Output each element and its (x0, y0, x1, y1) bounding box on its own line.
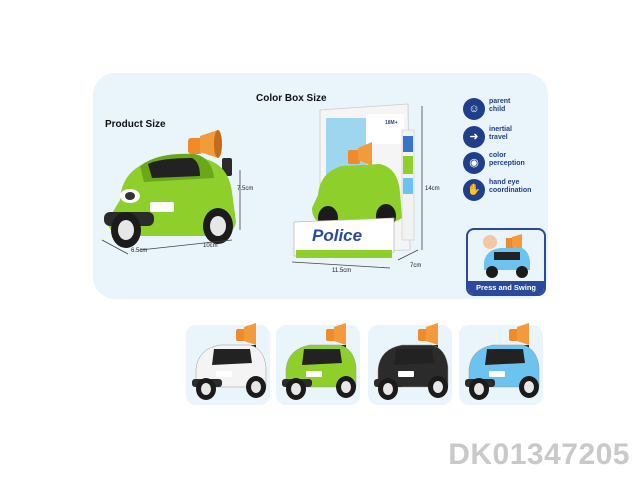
color-box (291, 103, 423, 269)
feature-line2: perception (489, 160, 525, 167)
color-box-size-label: Color Box Size (256, 93, 327, 104)
blue-car-swing-image (483, 234, 530, 278)
product-code: DK01347205 (448, 438, 630, 471)
feature-line1: color (489, 152, 507, 159)
feature-line2: coordination (489, 187, 532, 194)
box-age-text: 18M+ (385, 120, 398, 126)
variant-car-green (282, 323, 357, 400)
feature-line2: travel (489, 134, 508, 141)
feature-line1: inertial (489, 126, 512, 133)
product-width-dim: 6.5cm (131, 248, 148, 254)
box-brand-text: Police (312, 226, 363, 245)
hand-eye-icon: ✋ (463, 179, 485, 201)
feature-line1: parent (489, 98, 511, 105)
box-width-dim: 11.5cm (332, 268, 352, 274)
box-depth-dim: 7cm (410, 263, 422, 269)
color-perception-icon: ◉ (463, 152, 485, 174)
inertial-travel-icon: ➜ (463, 126, 485, 148)
box-height-dim: 14cm (425, 186, 440, 192)
variant-car-white (192, 323, 267, 400)
feature-line1: hand eye (489, 179, 520, 186)
variant-car-blue (465, 323, 540, 400)
variant-car-black (374, 323, 449, 400)
feature-line2: child (489, 106, 506, 113)
product-height-dim: 7.5cm (237, 186, 254, 192)
main-product-car (101, 130, 241, 255)
press-and-swing-panel: Press and Swing (466, 228, 546, 296)
product-size-label: Product Size (105, 119, 166, 130)
press-and-swing-label: Press and Swing (468, 281, 544, 294)
parent-child-icon: ☺ (463, 98, 485, 120)
product-length-dim: 10cm (203, 243, 218, 249)
